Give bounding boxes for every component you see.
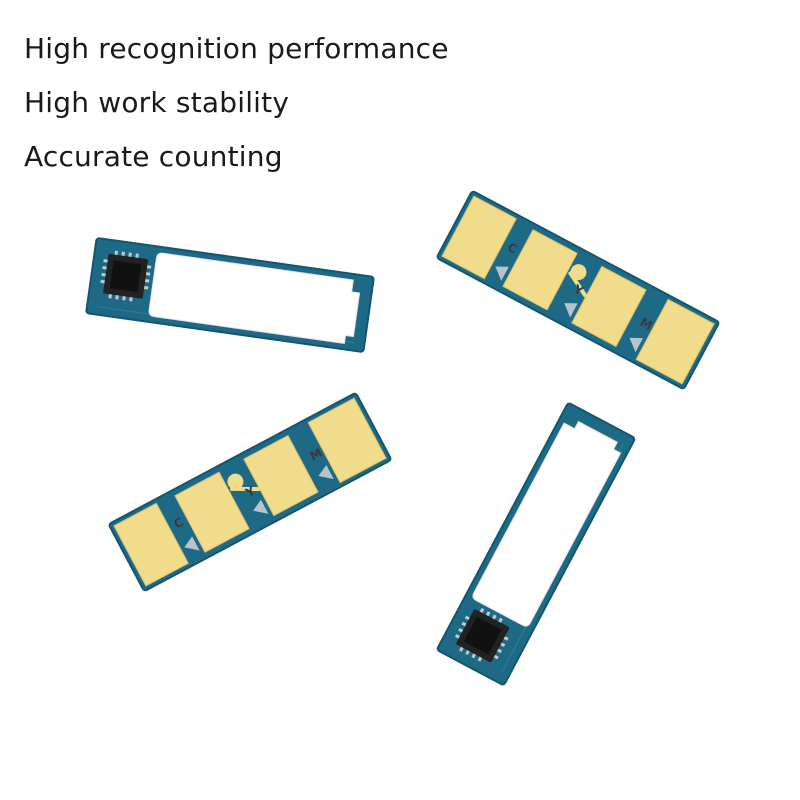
feature-recognition: High recognition performance bbox=[24, 32, 449, 65]
pad-label-m: M bbox=[308, 446, 325, 464]
chip-back-graphic bbox=[85, 237, 375, 353]
chip-bottom-right bbox=[400, 402, 680, 686]
contact-pad bbox=[441, 195, 517, 280]
chip-top-left bbox=[60, 215, 400, 375]
contact-pad bbox=[113, 502, 189, 587]
contact-pad bbox=[502, 229, 578, 311]
feature-list: High recognition performance High work s… bbox=[24, 22, 449, 184]
chip-front-graphic: C Y M bbox=[108, 392, 392, 592]
feature-counting: Accurate counting bbox=[24, 140, 283, 173]
feature-stability: High work stability bbox=[24, 86, 290, 119]
chip-top-right: C Y M bbox=[430, 180, 750, 420]
contact-pad bbox=[635, 298, 715, 385]
chip-front-graphic: C Y M bbox=[436, 190, 720, 390]
contact-pad bbox=[307, 397, 387, 484]
chip-back-graphic bbox=[436, 402, 636, 686]
chip-bottom-left: C Y M bbox=[100, 380, 400, 620]
contact-pad bbox=[174, 471, 250, 553]
pad-label-m: M bbox=[637, 315, 654, 333]
